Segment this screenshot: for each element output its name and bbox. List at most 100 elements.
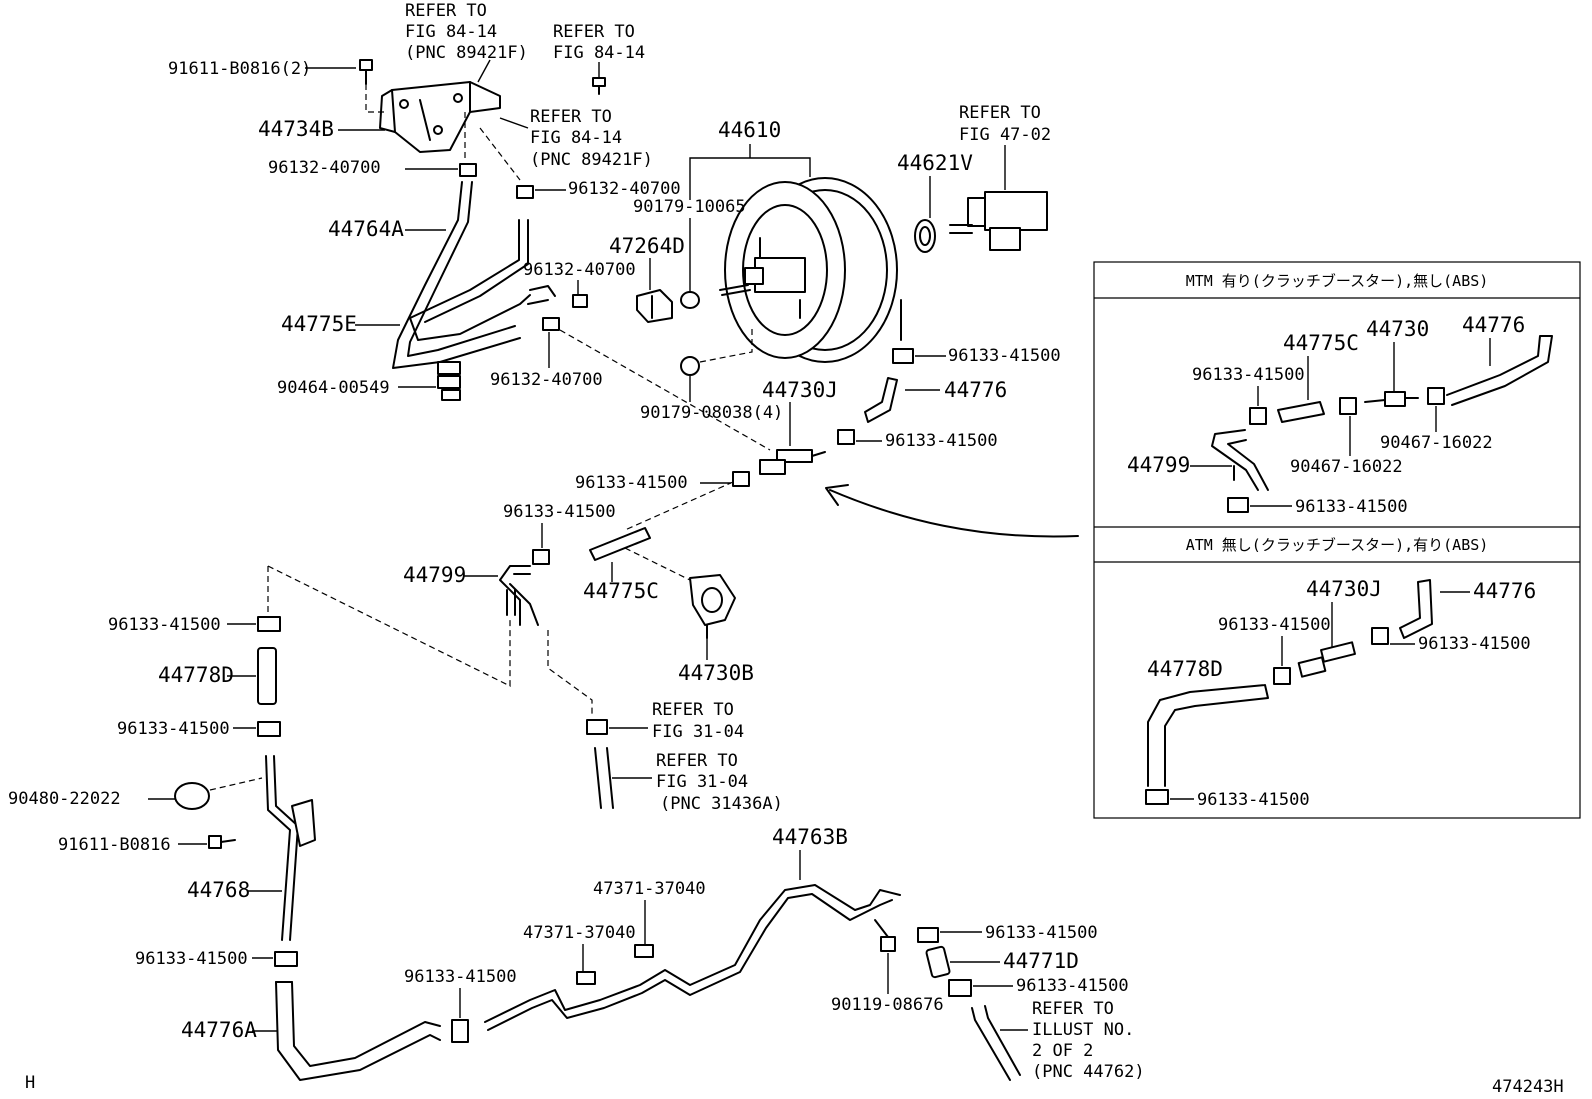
hose-44771d-drawing bbox=[925, 945, 951, 979]
clip-icon bbox=[1227, 497, 1249, 513]
hose-44775c-label: 44775C bbox=[583, 579, 659, 603]
hose-44775c-drawing bbox=[589, 527, 651, 561]
inset-frame bbox=[1093, 261, 1581, 819]
inset-mtm-hose-44776-drawing bbox=[1446, 335, 1553, 406]
refer-label-fig-84-14-a-line2: FIG 84-14 bbox=[405, 22, 497, 42]
hose-44764a-label: 44764A bbox=[328, 217, 404, 241]
refer-label-fig-84-14-b-line1: REFER TO bbox=[553, 22, 635, 42]
clip-icon bbox=[516, 185, 534, 199]
clip-icon bbox=[948, 979, 972, 997]
clip-96132-40700-d-label: 96132-40700 bbox=[490, 370, 603, 390]
pipe-44799-label: 44799 bbox=[403, 563, 466, 587]
hose-44775e-drawing bbox=[527, 285, 556, 305]
dashed-guide bbox=[559, 329, 771, 451]
refer-label-fig-31-04-b-line2: FIG 31-04 bbox=[656, 772, 748, 792]
clip-icon bbox=[917, 927, 939, 943]
clamp-icon bbox=[634, 944, 654, 958]
bracket-47264d-label: 47264D bbox=[609, 234, 685, 258]
hose-44764a-drawing bbox=[407, 181, 516, 357]
hose-44776a-label: 44776A bbox=[181, 1018, 257, 1042]
inset-mtm-valve-44730-label: 44730 bbox=[1366, 317, 1429, 341]
figure-id-label: 474243H bbox=[1492, 1077, 1564, 1097]
inset-mtm-header: MTM 有り(クラッチブースター),無し(ABS) bbox=[1186, 272, 1489, 290]
clip-icon bbox=[257, 721, 281, 737]
clip-96133-41500-h-label: 96133-41500 bbox=[404, 967, 517, 987]
clamp-90464-00549-drawing bbox=[437, 361, 461, 401]
inset-mtm-pipe-44799-label: 44799 bbox=[1127, 453, 1190, 477]
clip-96133-41500-a-label: 96133-41500 bbox=[948, 346, 1061, 366]
refer-label-fig-31-04-a-line1: REFER TO bbox=[652, 700, 734, 720]
dashed-guide bbox=[479, 127, 521, 181]
cap-90480-22022-label: 90480-22022 bbox=[8, 789, 121, 809]
curved-arrow bbox=[829, 489, 1079, 538]
bolt-91611-b0816-2-label: 91611-B0816(2) bbox=[168, 59, 311, 79]
washer-90179-10065-label: 90179-10065 bbox=[633, 197, 746, 217]
hose-44776a-drawing bbox=[275, 981, 441, 1081]
refer-label-fig-31-04-a-line2: FIG 31-04 bbox=[652, 722, 744, 742]
hose-44778d-label: 44778D bbox=[158, 663, 234, 687]
clip-96133-41500-b-label: 96133-41500 bbox=[885, 431, 998, 451]
bolt-icon bbox=[874, 919, 896, 952]
clip-icon bbox=[1371, 627, 1389, 645]
inset-atm-valve-44730j-label: 44730J bbox=[1306, 577, 1382, 601]
refer-label-fig-47-02-line1: REFER TO bbox=[959, 103, 1041, 123]
seal-44621v-drawing bbox=[919, 226, 931, 246]
refer-label-illust-line1: REFER TO bbox=[1032, 999, 1114, 1019]
clamp-icon bbox=[576, 971, 596, 985]
inset-mtm-hose-44775c-label: 44775C bbox=[1283, 331, 1359, 355]
clip-icon bbox=[459, 163, 477, 177]
dashed-guide bbox=[209, 777, 263, 791]
clip-icon bbox=[572, 294, 588, 308]
dashed-guide bbox=[547, 630, 593, 716]
nut-icon bbox=[680, 356, 700, 376]
clip-96133-41500-c-label: 96133-41500 bbox=[575, 473, 688, 493]
inset-atm-hose-44776-label: 44776 bbox=[1473, 579, 1536, 603]
clamp-90464-00549-label: 90464-00549 bbox=[277, 378, 390, 398]
cap-90480-22022-drawing bbox=[174, 782, 210, 810]
clip-icon bbox=[532, 549, 550, 565]
hose-44775e-drawing bbox=[409, 219, 531, 341]
clip-icon bbox=[257, 616, 281, 632]
pipe-44763b-drawing bbox=[484, 884, 901, 1023]
hose-44775e-drawing bbox=[424, 219, 529, 323]
hose-44775e-label: 44775E bbox=[281, 312, 357, 336]
leader-line bbox=[477, 59, 491, 83]
arrow-head-icon bbox=[825, 484, 849, 506]
clip-icon bbox=[542, 317, 560, 331]
refer-label-fig-84-14-c-line3: (PNC 89421F) bbox=[530, 150, 653, 170]
pipe-44768-drawing bbox=[265, 755, 299, 941]
clip-96133-41500-j-label: 96133-41500 bbox=[1016, 976, 1129, 996]
clamp-47371-37040-a-label: 47371-37040 bbox=[593, 879, 706, 899]
clip-icon bbox=[892, 348, 914, 364]
hose-44778d-drawing bbox=[257, 647, 277, 705]
refer-label-fig-84-14-b-line2: FIG 84-14 bbox=[553, 43, 645, 63]
inset-atm-check-valve-drawing bbox=[1297, 641, 1356, 678]
bolt-91611-b0816-label: 91611-B0816 bbox=[58, 835, 171, 855]
dashed-guide bbox=[624, 547, 691, 581]
hose-drawing bbox=[594, 747, 614, 809]
refer-label-fig-84-14-c-line1: REFER TO bbox=[530, 107, 612, 127]
clip-96132-40700-c-label: 96132-40700 bbox=[523, 260, 636, 280]
refer-label-fig-84-14-a-line1: REFER TO bbox=[405, 1, 487, 21]
inset-mtm-check-valve-drawing bbox=[1364, 391, 1419, 407]
clip-icon bbox=[1249, 407, 1267, 425]
inset-atm-clip-96133-41500-c-label: 96133-41500 bbox=[1197, 790, 1310, 810]
clip-icon bbox=[1273, 667, 1291, 685]
bolt-icon bbox=[592, 77, 606, 95]
clip-icon bbox=[1145, 789, 1169, 805]
pipe-44763b-label: 44763B bbox=[772, 825, 848, 849]
inset-mtm-clip-90467-16022-b-label: 90467-16022 bbox=[1380, 433, 1493, 453]
refer-label-illust-line4: (PNC 44762) bbox=[1032, 1062, 1145, 1082]
seal-44621v-label: 44621V bbox=[897, 151, 973, 175]
inset-mtm-pipe-44799-drawing bbox=[1211, 429, 1269, 491]
bracket-44734b-label: 44734B bbox=[258, 117, 334, 141]
clip-96133-41500-i-label: 96133-41500 bbox=[985, 923, 1098, 943]
corner-marker-label: H bbox=[25, 1073, 35, 1093]
brake-booster-44610-drawing bbox=[719, 177, 902, 363]
clamp-47371-37040-b-label: 47371-37040 bbox=[523, 923, 636, 943]
refer-label-illust-line2: ILLUST NO. bbox=[1032, 1020, 1134, 1040]
refer-label-fig-84-14-c-line2: FIG 84-14 bbox=[530, 128, 622, 148]
clip-96132-40700-a-label: 96132-40700 bbox=[268, 158, 381, 178]
refer-label-fig-84-14-a-line3: (PNC 89421F) bbox=[405, 43, 528, 63]
